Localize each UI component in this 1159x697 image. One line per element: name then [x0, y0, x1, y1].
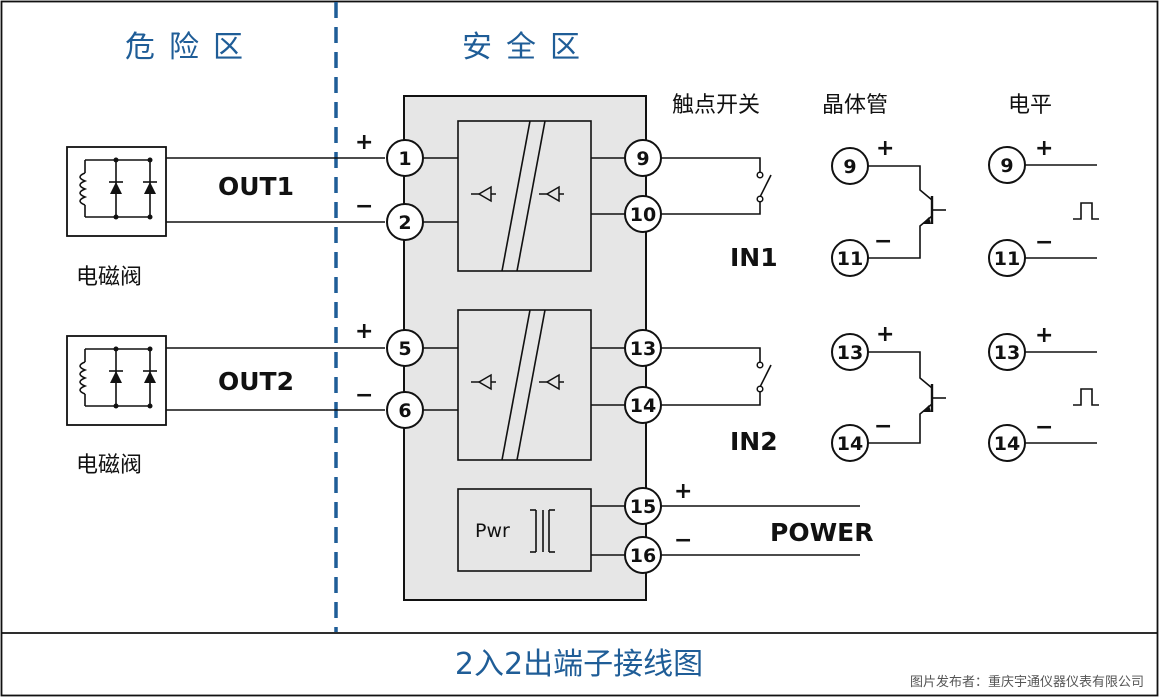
svg-text:14: 14 — [630, 395, 656, 417]
svg-text:1: 1 — [398, 148, 411, 170]
svg-text:13: 13 — [630, 338, 656, 360]
terminal-10: 10 — [624, 195, 662, 233]
out1-minus-sign: − — [355, 194, 373, 219]
level-terminal-13: 13 — [988, 333, 1026, 371]
power-minus-sign: − — [674, 528, 692, 553]
terminal-16: 16 — [624, 536, 662, 574]
terminal-5: 5 — [386, 329, 424, 367]
out2-label: OUT2 — [218, 367, 294, 396]
header-contact-switch: 触点开关 — [672, 93, 760, 118]
level-1-minus: − — [1035, 230, 1053, 255]
out2-minus-sign: − — [355, 383, 373, 408]
svg-text:13: 13 — [837, 342, 863, 364]
svg-text:10: 10 — [630, 204, 656, 226]
transistor-1-plus: + — [876, 136, 894, 161]
zone-hazardous-title: 危险区 — [125, 30, 257, 65]
level-2-minus: − — [1035, 415, 1053, 440]
transistor-terminal-9: 9 — [831, 147, 869, 185]
channel2-opto-block — [457, 309, 592, 461]
power-plus-sign: + — [674, 479, 692, 504]
svg-text:9: 9 — [636, 148, 649, 170]
transistor-2-wiring — [868, 351, 946, 444]
valve-2-label: 电磁阀 — [76, 453, 142, 478]
header-level: 电平 — [1008, 93, 1052, 118]
svg-text:5: 5 — [398, 338, 411, 360]
svg-text:15: 15 — [630, 496, 656, 518]
svg-text:6: 6 — [398, 400, 411, 422]
level-1-wiring — [1025, 164, 1099, 259]
svg-text:2: 2 — [398, 212, 411, 234]
transistor-terminal-14: 14 — [831, 424, 869, 462]
svg-text:9: 9 — [1000, 155, 1013, 177]
zone-safe-title: 安全区 — [462, 30, 594, 65]
header-transistor: 晶体管 — [822, 93, 888, 118]
svg-text:11: 11 — [994, 248, 1020, 270]
out1-label: OUT1 — [218, 172, 294, 201]
out1-plus-sign: + — [355, 130, 373, 155]
terminal-13: 13 — [624, 329, 662, 367]
transistor-1-minus: − — [874, 229, 892, 254]
internal-wires — [420, 157, 625, 556]
terminal-9: 9 — [624, 139, 662, 177]
valve-1-label: 电磁阀 — [76, 265, 142, 290]
transistor-2-plus: + — [876, 322, 894, 347]
contact-switch-1 — [661, 157, 772, 215]
svg-text:14: 14 — [994, 433, 1020, 455]
channel1-opto-block — [457, 120, 592, 272]
svg-text:13: 13 — [994, 342, 1020, 364]
svg-text:11: 11 — [837, 248, 863, 270]
in1-label: IN1 — [730, 243, 778, 272]
level-terminal-9: 9 — [988, 146, 1026, 184]
publisher-credit: 图片发布者：重庆宇通仪器仪表有限公司 — [910, 674, 1144, 690]
level-2-plus: + — [1035, 323, 1053, 348]
power-label: POWER — [770, 518, 873, 547]
level-1-plus: + — [1035, 136, 1053, 161]
power-wires — [661, 505, 860, 556]
svg-text:9: 9 — [843, 156, 856, 178]
in2-label: IN2 — [730, 427, 778, 456]
power-block-label: Pwr — [475, 520, 510, 542]
level-terminal-11: 11 — [988, 239, 1026, 277]
diagram-caption: 2入2出端子接线图 — [455, 647, 703, 682]
transistor-1-wiring — [868, 165, 946, 259]
level-2-wiring — [1025, 351, 1099, 444]
terminal-6: 6 — [386, 391, 424, 429]
transistor-terminal-11: 11 — [831, 239, 869, 277]
terminal-2: 2 — [386, 203, 424, 241]
solenoid-valve-1-symbol — [66, 146, 167, 237]
level-terminal-14: 14 — [988, 424, 1026, 462]
terminal-15: 15 — [624, 487, 662, 525]
power-block — [457, 488, 592, 572]
terminal-1: 1 — [386, 139, 424, 177]
output-wires — [166, 157, 385, 411]
svg-text:16: 16 — [630, 545, 656, 567]
out2-plus-sign: + — [355, 319, 373, 344]
contact-switch-2 — [661, 347, 772, 406]
svg-text:14: 14 — [837, 433, 863, 455]
transistor-2-minus: − — [874, 414, 892, 439]
terminal-14: 14 — [624, 386, 662, 424]
transistor-terminal-13: 13 — [831, 333, 869, 371]
solenoid-valve-2-symbol — [66, 335, 167, 426]
